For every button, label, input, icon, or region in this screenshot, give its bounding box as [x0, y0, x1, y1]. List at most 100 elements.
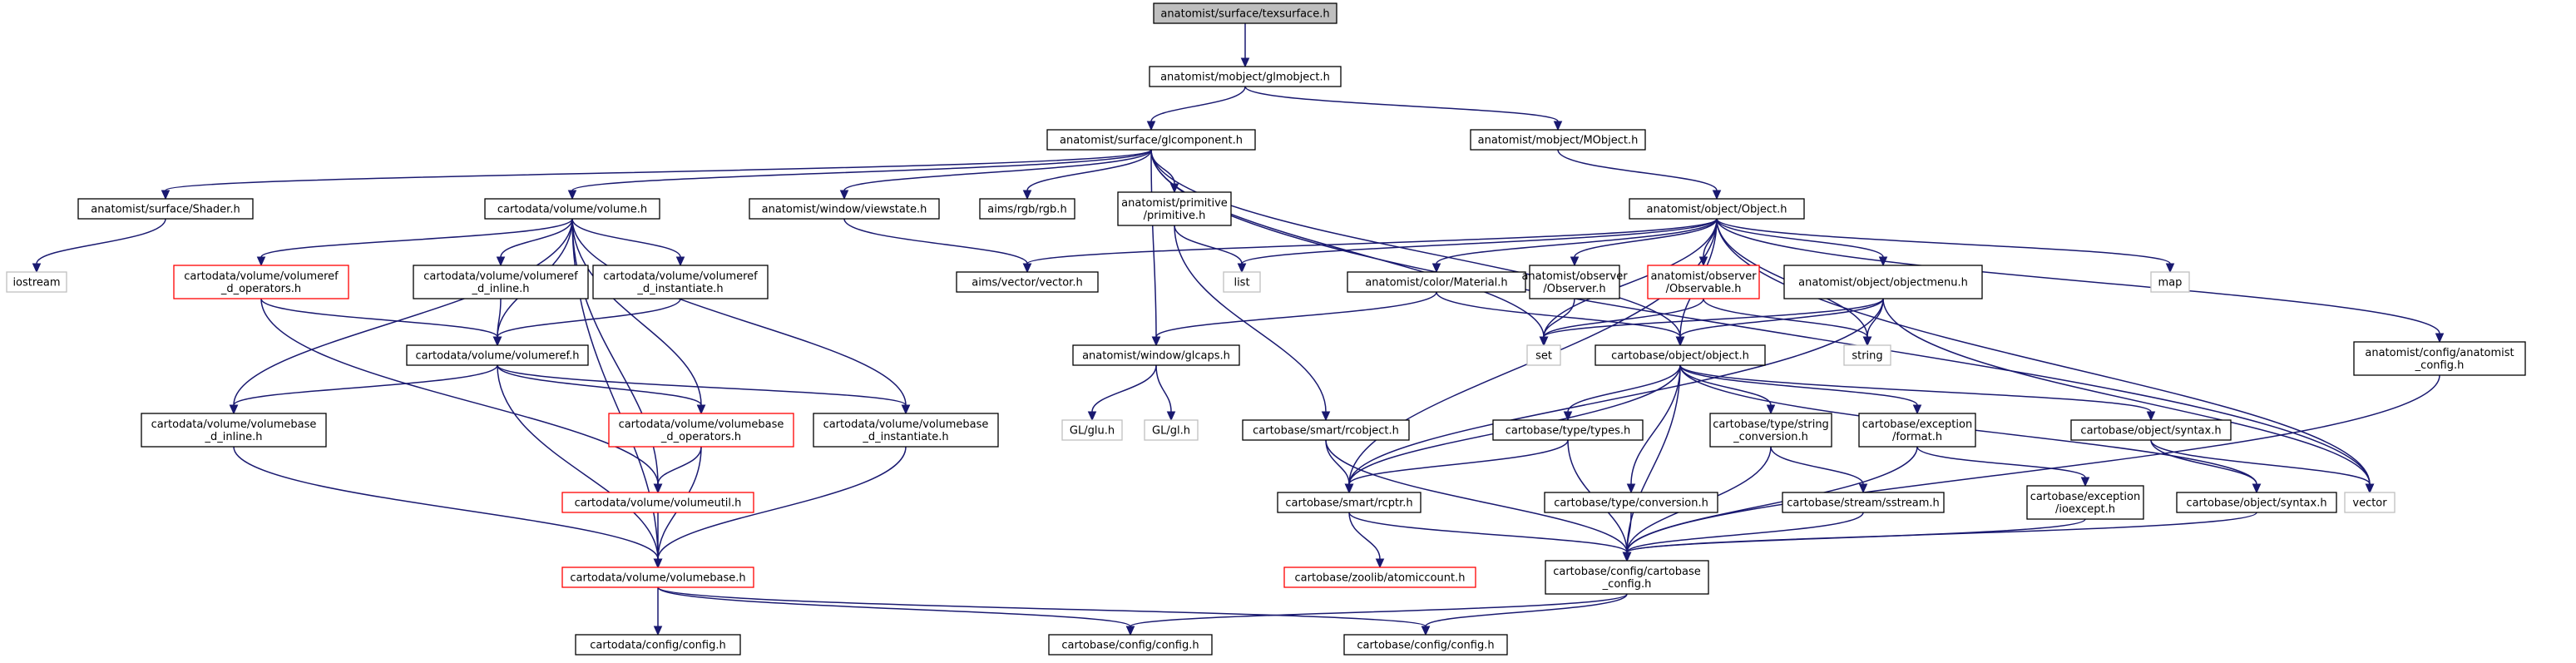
node-root[interactable]: anatomist/surface/texsurface.h	[1153, 2, 1337, 24]
node-vbinline[interactable]: cartodata/volume/volumebase_d_inline.h	[141, 413, 327, 448]
node-vector-aims[interactable]: aims/vector/vector.h	[956, 271, 1099, 293]
node-label: cartodata/volume/volumeref.h	[416, 350, 580, 363]
node-box	[1782, 492, 1945, 513]
node-volume[interactable]: cartodata/volume/volume.h	[484, 198, 660, 220]
node-gl: GL/gl.h	[1144, 419, 1199, 441]
node-config1[interactable]: cartobase/config/config.h	[1048, 634, 1213, 656]
node-box	[1709, 413, 1832, 448]
node-vroperators[interactable]: cartodata/volume/volumeref_d_operators.h	[173, 265, 349, 299]
node-ioexcept[interactable]: cartobase/exception/ioexcept.h	[2026, 485, 2144, 520]
edge-n_types-to-n_rcptr	[1344, 439, 1569, 494]
node-label: _conversion.h	[1733, 431, 1808, 443]
edge-n_syntax1-to-n_vector	[2150, 439, 2375, 494]
node-types[interactable]: cartobase/type/types.h	[1492, 419, 1644, 441]
node-vboperators[interactable]: cartodata/volume/volumebase_d_operators.…	[608, 413, 794, 448]
edge-line	[497, 364, 702, 406]
arrowhead-icon	[567, 190, 577, 200]
node-cbconfig[interactable]: cartobase/config/cartobase_config.h	[1545, 560, 1709, 595]
node-stringconv[interactable]: cartobase/type/string_conversion.h	[1709, 413, 1832, 448]
node-vrinline[interactable]: cartodata/volume/volumeref_d_inline.h	[413, 265, 589, 299]
node-label: cartobase/config/cartobase	[1553, 566, 1701, 578]
node-format[interactable]: cartobase/exception/format.h	[1858, 413, 1976, 448]
arrowhead-icon	[1912, 404, 1922, 415]
node-glcomponent[interactable]: anatomist/surface/glcomponent.h	[1046, 129, 1256, 151]
node-anaconfig[interactable]: anatomist/config/anatomist_config.h	[2353, 341, 2526, 376]
node-observable[interactable]: anatomist/observer/Observable.h	[1647, 265, 1760, 299]
node-box	[406, 344, 589, 366]
edge-line	[657, 446, 702, 485]
edge-n_volumebase-to-n_cdconfig	[653, 586, 663, 636]
edge-n_volumebase-to-n_config1	[657, 586, 1135, 636]
edge-n_volume-to-n_vroperators	[256, 218, 573, 267]
edge-line	[1155, 364, 1172, 413]
node-vector: vector	[2344, 492, 2396, 513]
node-box	[2070, 419, 2232, 441]
arrowhead-icon	[1862, 336, 1872, 347]
node-viewstate[interactable]: anatomist/window/viewstate.h	[749, 198, 940, 220]
node-vrinst[interactable]: cartodata/volume/volumeref_d_instantiate…	[592, 265, 769, 299]
edge-line	[1557, 149, 1718, 191]
node-cbobject[interactable]: cartobase/object/object.h	[1595, 344, 1766, 366]
node-volumeutil[interactable]: cartodata/volume/volumeutil.h	[561, 492, 754, 513]
edge-line	[571, 149, 1152, 191]
arrowhead-icon	[2252, 483, 2262, 494]
node-box	[1223, 271, 1261, 293]
node-objectmenu[interactable]: anatomist/object/objectmenu.h	[1783, 265, 1983, 299]
edge-n_rcptr-to-n_cbconfig	[1348, 512, 1632, 562]
node-box	[1647, 265, 1760, 299]
node-rcobject[interactable]: cartobase/smart/rcobject.h	[1242, 419, 1410, 441]
edge-n_cbobject-to-n_format	[1679, 364, 1922, 415]
node-primitive[interactable]: anatomist/primitive/primitive.h	[1117, 191, 1232, 226]
edge-line	[1626, 512, 1864, 553]
node-volumebase[interactable]: cartodata/volume/volumebase.h	[561, 567, 754, 588]
node-cdconfig[interactable]: cartodata/config/config.h	[575, 634, 741, 656]
node-material[interactable]: anatomist/color/Material.h	[1347, 271, 1526, 293]
node-syntax1[interactable]: cartobase/object/syntax.h	[2070, 419, 2232, 441]
node-atomiccount[interactable]: cartobase/zoolib/atomiccount.h	[1283, 567, 1476, 588]
node-object[interactable]: anatomist/object/Object.h	[1629, 198, 1805, 220]
node-observer[interactable]: anatomist/observer/Observer.h	[1521, 265, 1628, 299]
node-syntax2[interactable]: cartobase/object/syntax.h	[2176, 492, 2337, 513]
edge-line	[1325, 439, 1350, 485]
edge-n_volumeref-to-n_volumebase	[497, 364, 663, 569]
edge-n_root-to-n_glmobject	[1240, 23, 1250, 68]
nodes-layer: anatomist/surface/texsurface.h anatomist/…	[6, 2, 2526, 656]
node-conversion[interactable]: cartobase/type/conversion.h	[1544, 492, 1718, 513]
edge-line	[497, 298, 502, 338]
node-label: cartobase/config/config.h	[1061, 640, 1199, 652]
node-glu: GL/glu.h	[1061, 419, 1123, 441]
edge-n_format-to-n_ioexcept	[1916, 446, 2090, 487]
edge-line	[1770, 446, 1864, 485]
node-box	[1595, 344, 1766, 366]
node-rcptr[interactable]: cartobase/smart/rcptr.h	[1277, 492, 1421, 513]
edge-n_glcomponent-to-n_shader	[161, 149, 1152, 200]
edge-line	[571, 218, 907, 406]
node-volumeref[interactable]: cartodata/volume/volumeref.h	[406, 344, 589, 366]
node-glmobject[interactable]: anatomist/mobject/glmobject.h	[1149, 66, 1342, 87]
node-label: cartobase/type/types.h	[1506, 425, 1630, 438]
arrowhead-icon	[2365, 483, 2375, 494]
node-mobject[interactable]: anatomist/mobject/MObject.h	[1470, 129, 1646, 151]
node-box	[979, 198, 1075, 220]
edge-n_object-to-n_observer	[1570, 218, 1718, 267]
node-config2[interactable]: cartobase/config/config.h	[1343, 634, 1508, 656]
node-vbinst[interactable]: cartodata/volume/volumebase_d_instantiat…	[813, 413, 999, 448]
node-label: _config.h	[2415, 359, 2465, 372]
node-box	[1153, 2, 1337, 24]
node-rgb[interactable]: aims/rgb/rgb.h	[979, 198, 1075, 220]
arrowhead-icon	[496, 256, 506, 267]
node-box	[1149, 66, 1342, 87]
node-label: cartodata/volume/volumeutil.h	[575, 497, 742, 510]
edge-line	[1626, 518, 2086, 553]
edge-n_object-to-n_anaconfig	[1716, 218, 2445, 344]
edge-n_sstream-to-n_cbconfig	[1622, 512, 1864, 562]
node-glcaps[interactable]: anatomist/window/glcaps.h	[1072, 344, 1240, 366]
edges-layer	[32, 23, 2445, 636]
arrowhead-icon	[1022, 190, 1032, 200]
edge-line	[165, 149, 1152, 191]
node-shader[interactable]: anatomist/surface/Shader.h	[77, 198, 254, 220]
node-label: anatomist/window/viewstate.h	[762, 204, 927, 216]
edge-n_ioexcept-to-n_cbconfig	[1622, 518, 2086, 562]
node-label: cartodata/volume/volumeref	[423, 270, 578, 283]
node-sstream[interactable]: cartobase/stream/sstream.h	[1782, 492, 1945, 513]
